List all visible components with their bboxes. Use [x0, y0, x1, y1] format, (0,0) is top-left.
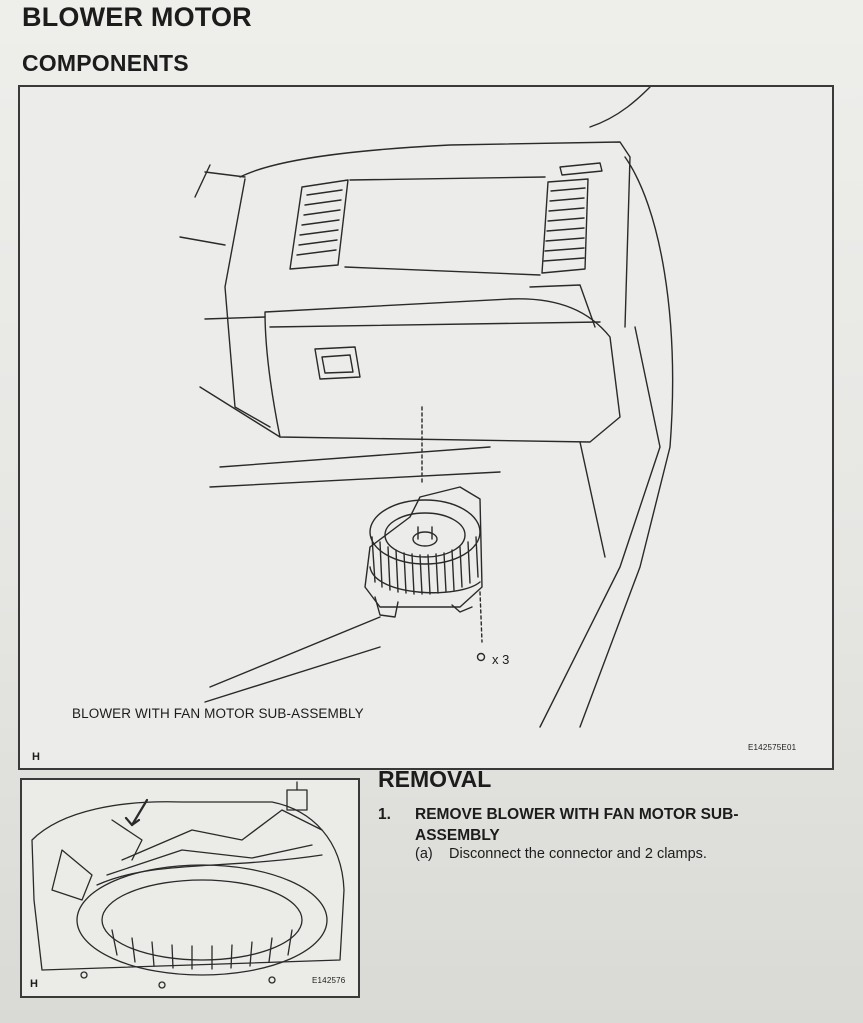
step-number: 1.	[378, 806, 391, 823]
removal-heading: REMOVAL	[378, 766, 492, 792]
step-title: REMOVE BLOWER WITH FAN MOTOR SUB-ASSEMBL…	[415, 806, 739, 844]
dashboard-blower-drawing	[179, 87, 674, 728]
figure-corner-letter: H	[32, 751, 40, 763]
page-title: BLOWER MOTOR	[22, 2, 252, 32]
screw-count-label: x 3	[492, 652, 510, 667]
blower-connector-drawing	[31, 781, 345, 989]
substep-text: Disconnect the connector and 2 clamps.	[449, 846, 707, 862]
components-figure: BLOWER WITH FAN MOTOR SUB-ASSEMBLY x 3 H…	[18, 85, 834, 770]
figure-code: E142575E01	[748, 743, 797, 752]
blower-part-label: BLOWER WITH FAN MOTOR SUB-ASSEMBLY	[72, 706, 364, 721]
removal-figure-code: E142576	[312, 976, 346, 985]
section-heading: COMPONENTS	[22, 50, 189, 76]
substep-letter: (a)	[415, 846, 433, 862]
removal-figure-corner-letter: H	[30, 978, 38, 990]
removal-figure: H E142576	[20, 778, 360, 998]
